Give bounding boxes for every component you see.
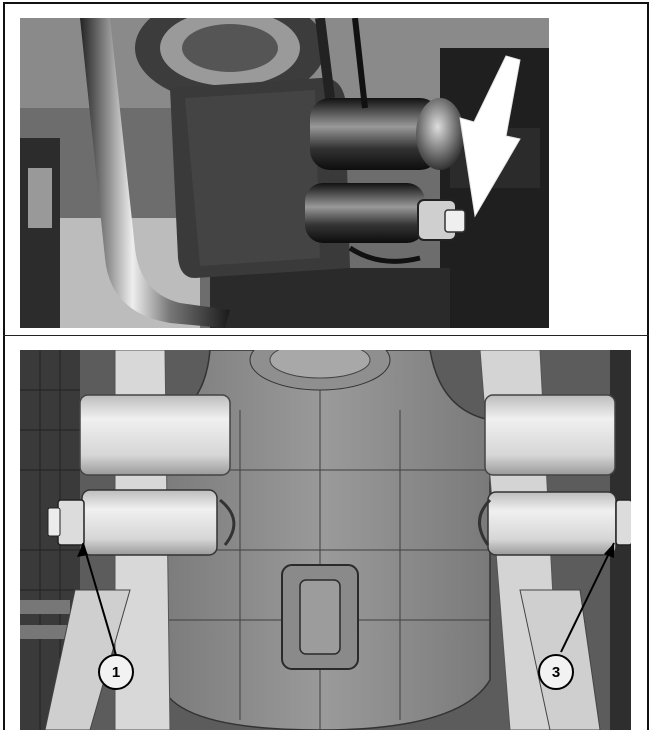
leader-arrowhead-1 [77,543,88,557]
photo-illustration [20,18,549,328]
arrow-pointer-icon [459,55,521,218]
callout-1-label: 1 [112,664,120,681]
panel-divider [3,335,649,336]
leader-line-1 [82,542,117,656]
figure-frame [3,2,649,730]
bottom-diagram: 1 3 [20,350,631,730]
top-photo [20,18,549,328]
callout-3-label: 3 [552,664,560,681]
leader-arrowhead-3 [604,543,614,558]
callout-3: 3 [538,654,574,690]
callout-1: 1 [98,654,134,690]
cad-illustration: 1 3 [20,350,631,730]
leader-line-3 [560,542,615,653]
